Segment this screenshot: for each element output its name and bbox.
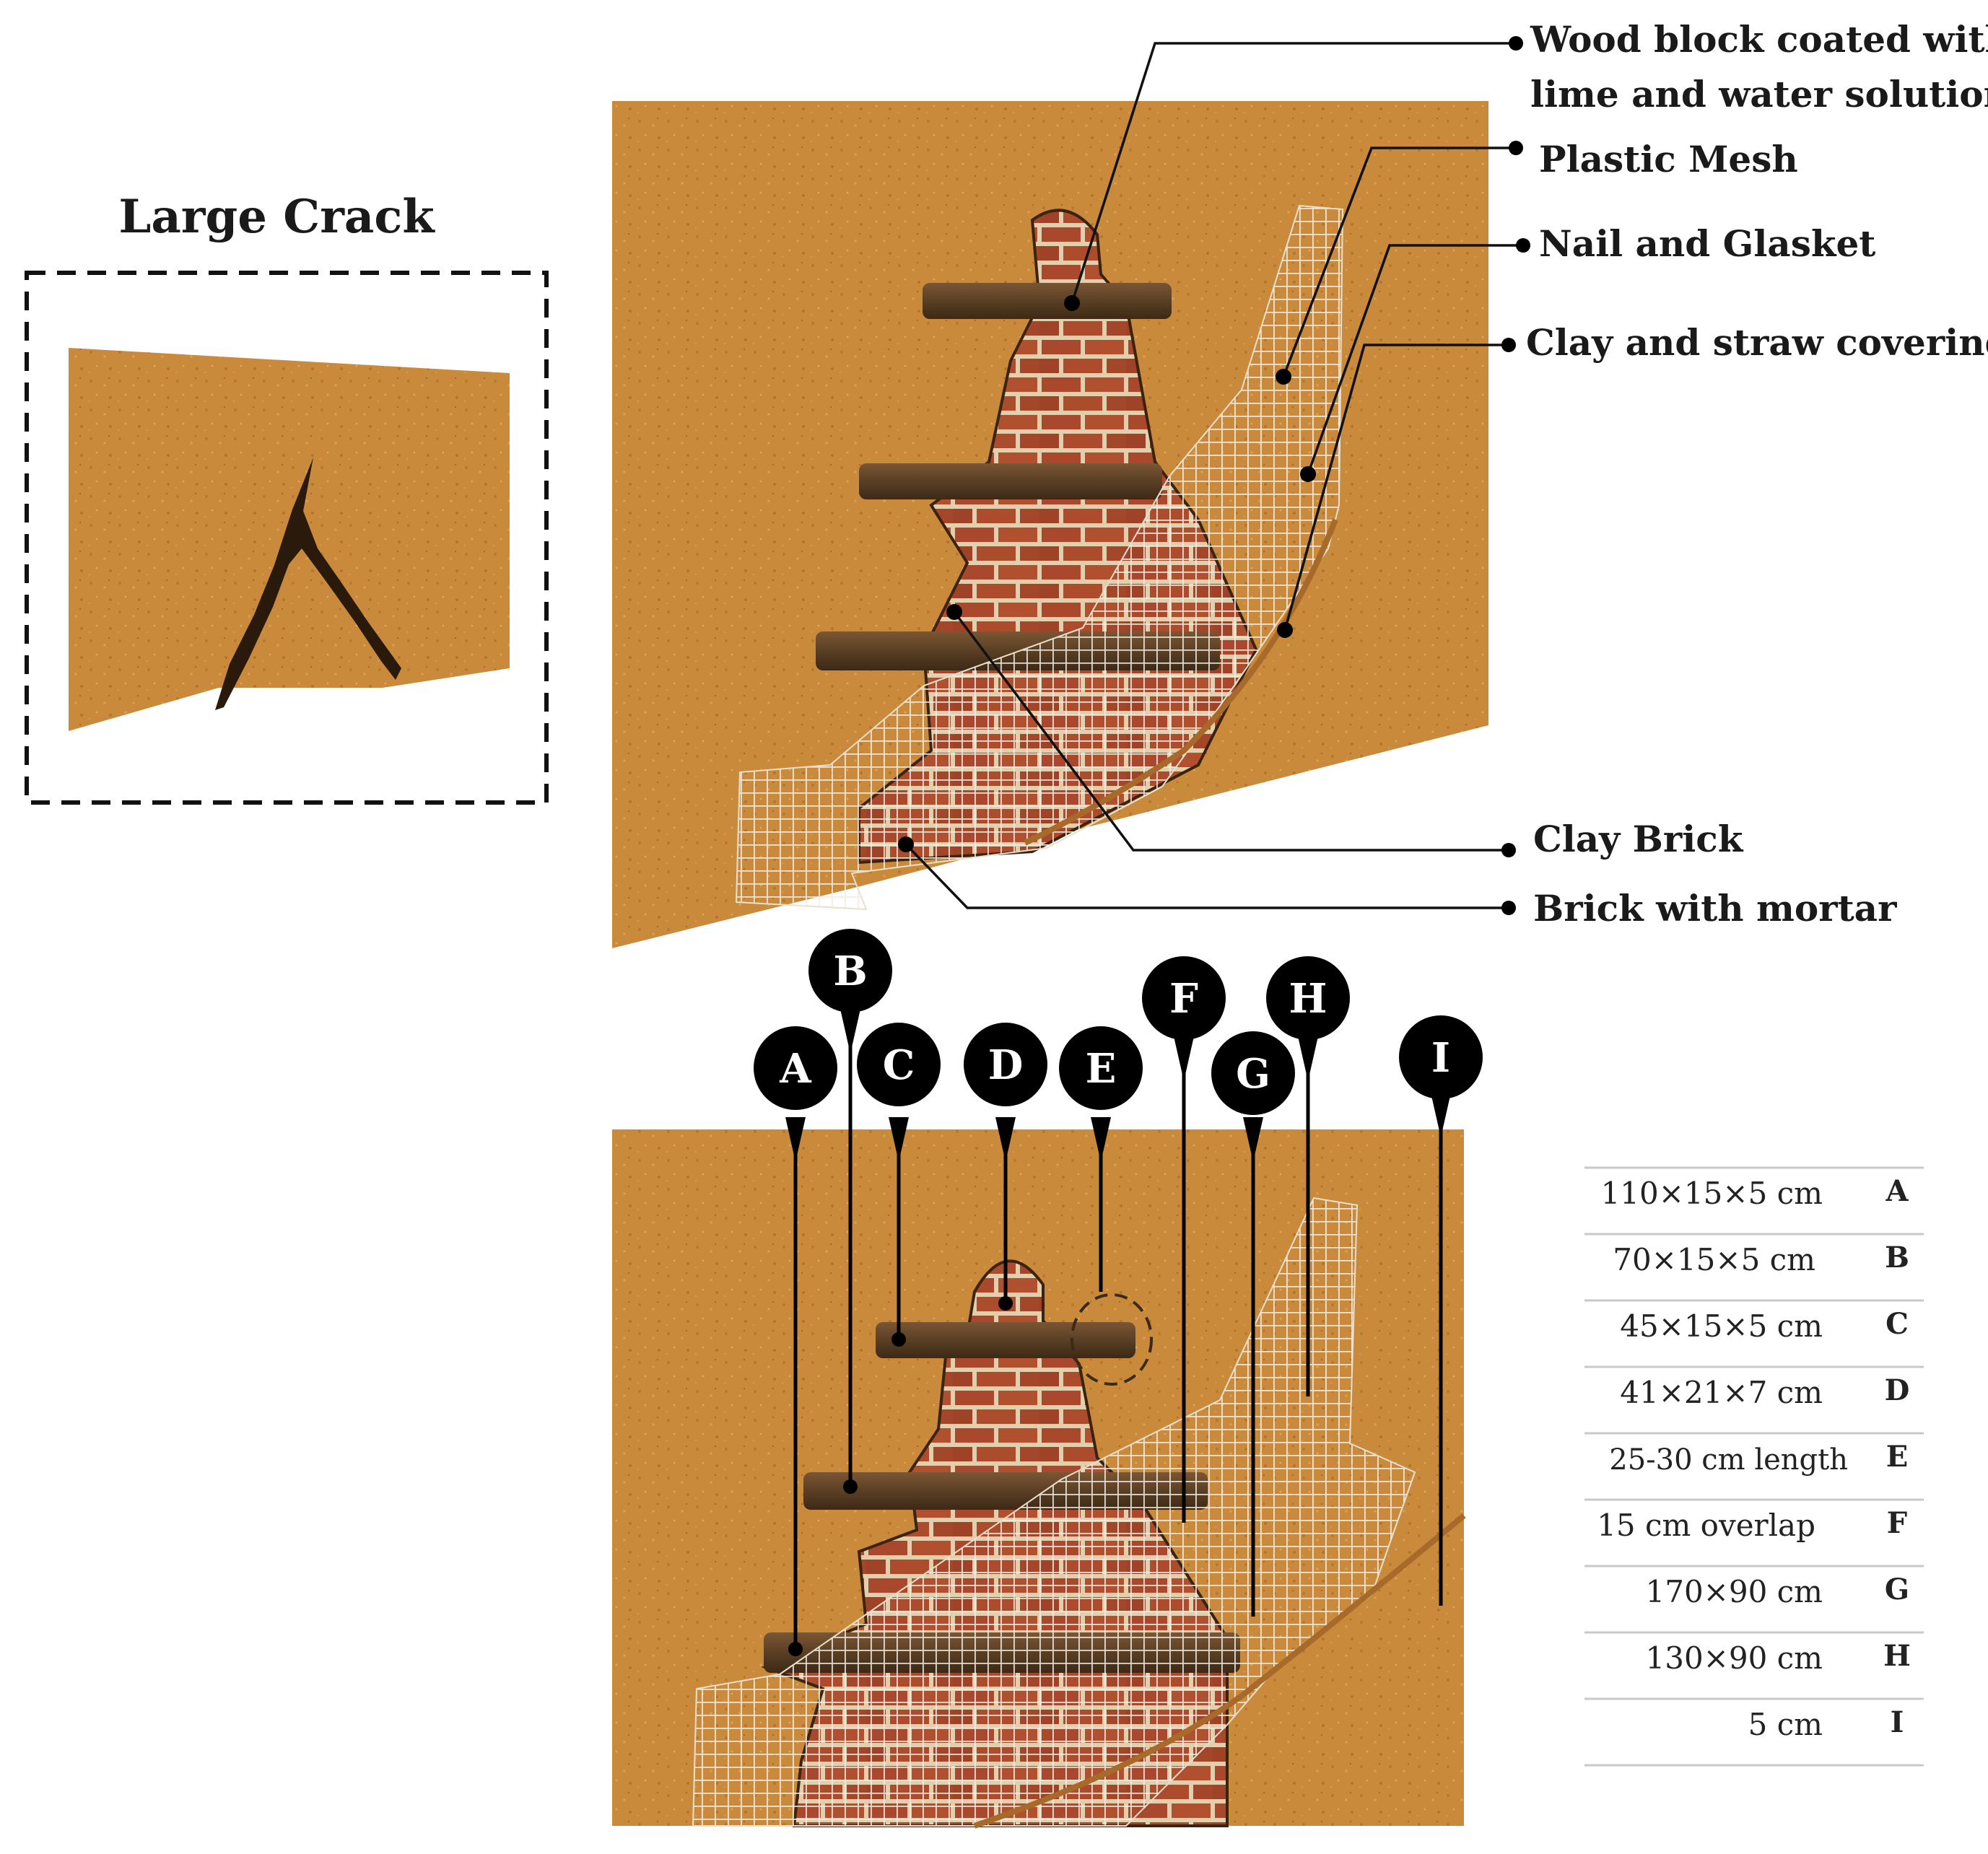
nail-gasket-highlight <box>1071 1293 1153 1386</box>
dimension-key-i: I <box>1891 1705 1904 1739</box>
bottom-repair-diagram <box>612 1129 1466 1829</box>
marker-label-e: E <box>1086 1045 1117 1093</box>
dimension-key-a: A <box>1885 1174 1909 1208</box>
marker-pin-g: G <box>1211 1031 1295 1115</box>
dimension-value-g: 170×90 cm <box>1646 1574 1823 1609</box>
marker-label-i: I <box>1431 1034 1450 1082</box>
marker-pin-i: I <box>1399 1015 1483 1099</box>
bottom-wood-block-c <box>876 1322 1135 1358</box>
large-crack-inset: Large Crack <box>25 190 549 805</box>
crack <box>215 458 401 710</box>
dimension-value-e: 25-30 cm length <box>1609 1443 1848 1477</box>
top-wood-block-2 <box>859 463 1162 499</box>
marker-label-b: B <box>833 948 867 995</box>
callout-plastic-mesh: Plastic Mesh <box>1539 138 1798 180</box>
marker-pin-d: D <box>964 1023 1047 1106</box>
inset-frame <box>25 271 549 805</box>
dimension-key-g: G <box>1885 1573 1909 1606</box>
marker-tips <box>785 1009 1451 1162</box>
dimension-key-b: B <box>1885 1241 1909 1274</box>
dimension-value-f: 15 cm overlap <box>1597 1508 1815 1543</box>
callout-clay-straw: Clay and straw covering <box>1526 321 1988 364</box>
callout-nail-gasket: Nail and Glasket <box>1539 222 1875 265</box>
dimension-value-d: 41×21×7 cm <box>1620 1375 1823 1410</box>
dimension-key-d: D <box>1885 1373 1910 1407</box>
dimension-value-a: 110×15×5 cm <box>1601 1176 1823 1211</box>
marker-label-a: A <box>779 1045 812 1093</box>
bottom-plastic-mesh <box>692 1197 1416 1827</box>
callout-brick-mortar: Brick with mortar <box>1533 887 1897 930</box>
top-wood-block-1 <box>923 283 1172 319</box>
top-repair-diagram <box>612 101 1488 948</box>
dimension-key-c: C <box>1885 1307 1909 1341</box>
marker-pin-e: E <box>1059 1026 1143 1110</box>
table-rules <box>1584 1166 1924 1767</box>
dimension-key-f: F <box>1887 1506 1907 1540</box>
dimensions-table: 110×15×5 cm A 70×15×5 cm B 45×15×5 cm C … <box>1584 1166 1924 1767</box>
bottom-clay-straw-edge <box>973 1513 1466 1829</box>
inset-title: Large Crack <box>118 190 435 244</box>
marker-pin-a: A <box>754 1026 837 1110</box>
marker-label-d: D <box>988 1041 1024 1089</box>
dimension-value-b: 70×15×5 cm <box>1613 1242 1815 1277</box>
marker-label-h: H <box>1289 975 1327 1023</box>
dimension-value-c: 45×15×5 cm <box>1620 1308 1823 1344</box>
marker-label-c: C <box>883 1041 915 1089</box>
marker-pin-f: F <box>1142 956 1226 1040</box>
marker-label-f: F <box>1169 975 1198 1023</box>
marker-pin-h: H <box>1266 956 1350 1040</box>
top-callout-leaders <box>904 42 1523 909</box>
dimension-value-h: 130×90 cm <box>1646 1640 1823 1676</box>
marker-leaders <box>793 1019 1443 1649</box>
marker-dots <box>788 1296 1013 1656</box>
top-clay-straw-edge <box>1024 518 1338 846</box>
callout-wood-block-line1: Wood block coated with <box>1530 18 1988 61</box>
callout-wood-block-line2: lime and water solution <box>1530 73 1988 115</box>
callout-clay-brick: Clay Brick <box>1533 818 1744 860</box>
dimension-value-i: 5 cm <box>1748 1707 1823 1742</box>
top-callout-dots <box>898 36 1530 915</box>
marker-pin-b: B <box>808 929 892 1013</box>
marker-label-g: G <box>1236 1050 1270 1098</box>
top-callout-labels: Wood block coated with lime and water so… <box>1526 18 1988 930</box>
dimension-key-h: H <box>1883 1639 1911 1673</box>
marker-pin-c: C <box>857 1023 941 1106</box>
dimension-key-e: E <box>1886 1440 1909 1474</box>
